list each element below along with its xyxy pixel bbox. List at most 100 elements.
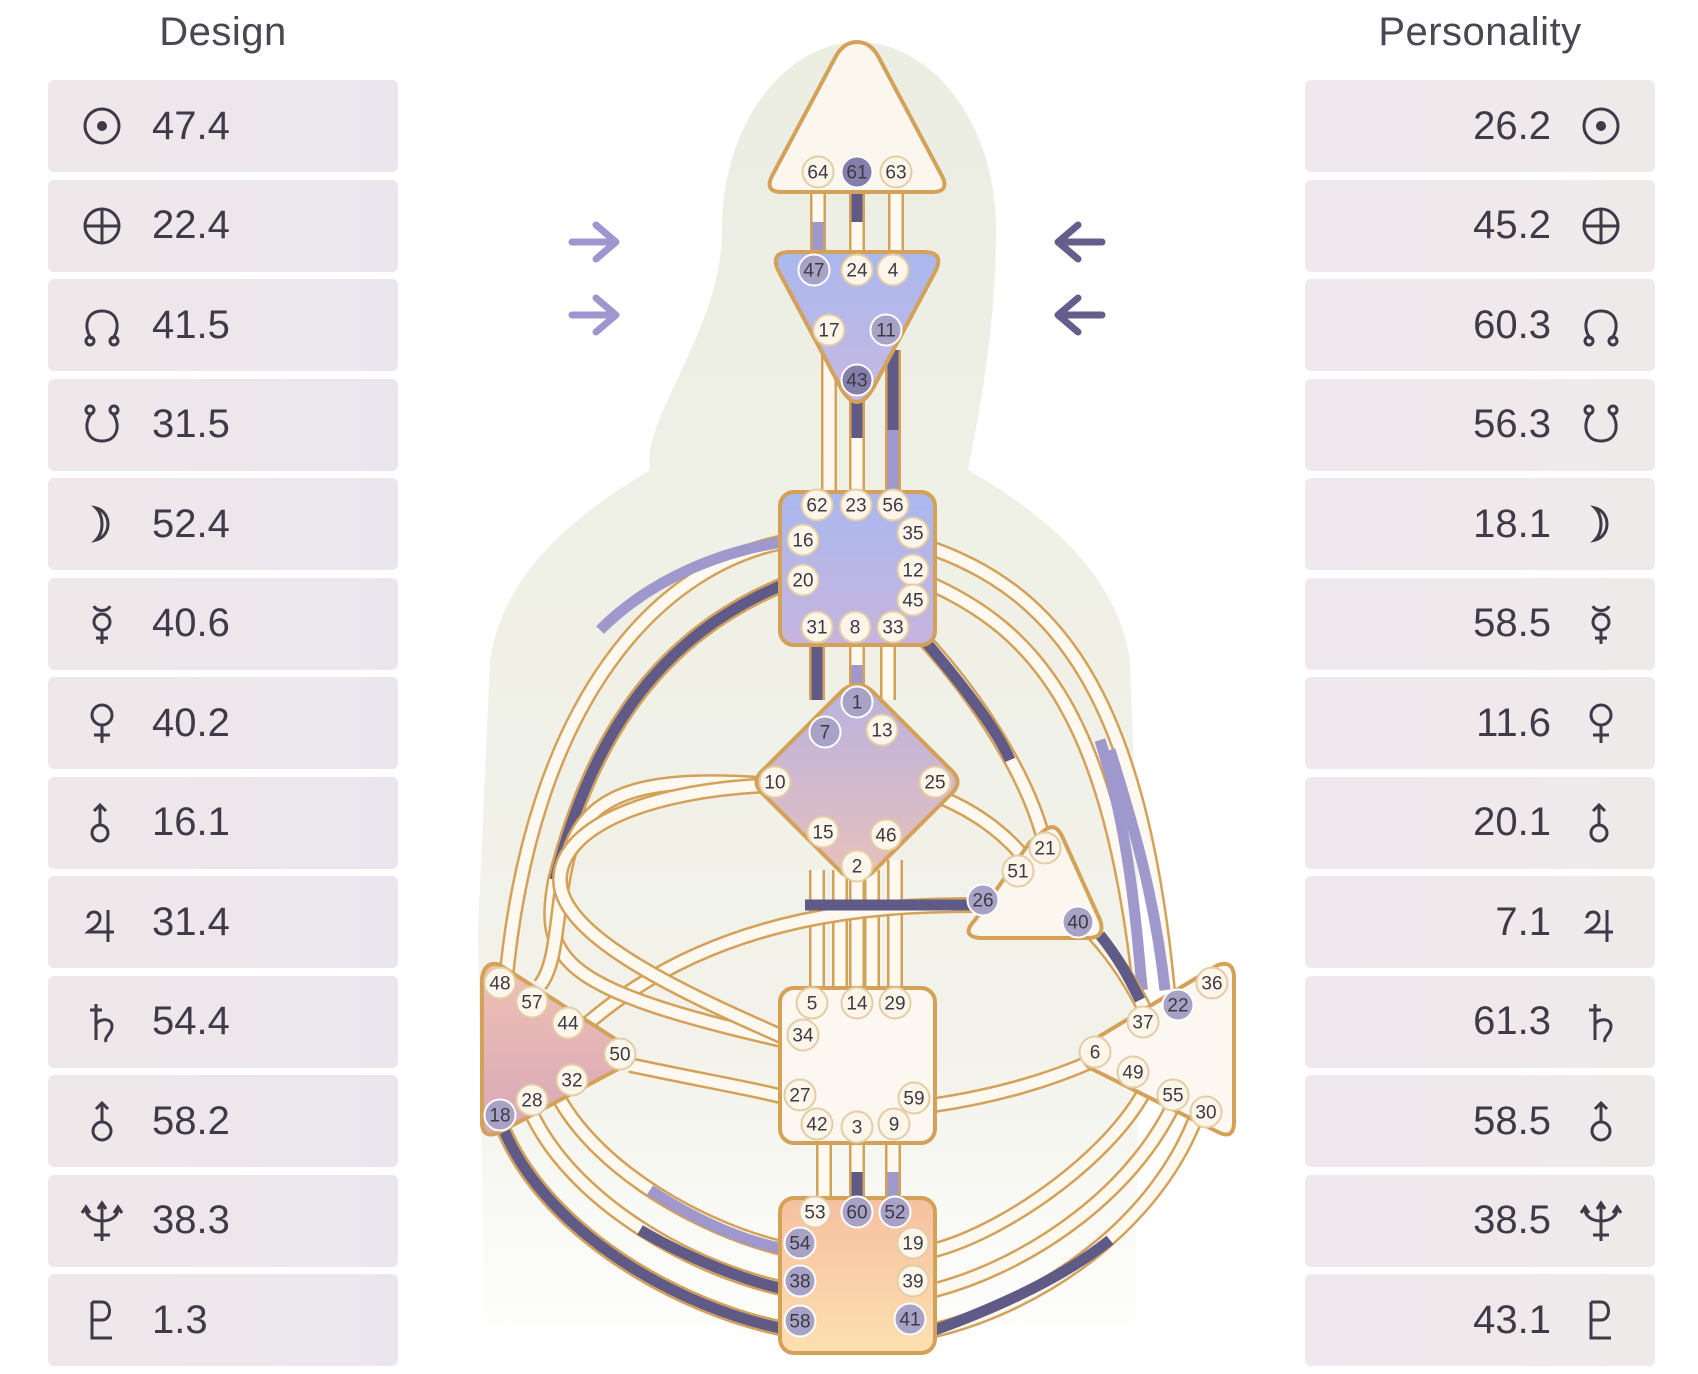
design-row-mercury: 40.6 bbox=[48, 577, 398, 670]
gate-23: 23 bbox=[839, 488, 873, 522]
design-column-title: Design bbox=[159, 10, 287, 54]
mercury-icon bbox=[1573, 596, 1629, 652]
venus-icon bbox=[74, 695, 130, 751]
gate-number: 39 bbox=[902, 1272, 923, 1293]
gate-38: 38 bbox=[783, 1264, 817, 1298]
north-node-icon bbox=[1573, 297, 1629, 353]
gate-number: 63 bbox=[885, 163, 906, 184]
gate-number: 18 bbox=[489, 1106, 510, 1127]
gate-number: 59 bbox=[903, 1089, 924, 1110]
personality-column-title: Personality bbox=[1378, 10, 1582, 54]
personality-row-venus: 11.6 bbox=[1305, 677, 1655, 769]
design-value: 40.2 bbox=[152, 700, 230, 745]
gate-42: 42 bbox=[800, 1107, 834, 1141]
gate-35: 35 bbox=[896, 516, 930, 550]
gate-number: 40 bbox=[1067, 913, 1088, 934]
jupiter-icon bbox=[1573, 894, 1629, 950]
design-value: 54.4 bbox=[152, 999, 230, 1043]
gate-number: 51 bbox=[1007, 862, 1028, 883]
design-value: 47.4 bbox=[152, 103, 230, 148]
gate-number: 11 bbox=[876, 321, 896, 342]
jupiter-icon bbox=[74, 894, 130, 950]
arrow-right-icon bbox=[568, 294, 620, 336]
gate-number: 30 bbox=[1195, 1103, 1216, 1124]
gate-15: 15 bbox=[806, 815, 840, 849]
design-value: 1.3 bbox=[152, 1297, 208, 1342]
gate-22: 22 bbox=[1161, 988, 1195, 1022]
personality-row-earth: 45.2 bbox=[1305, 179, 1655, 272]
north-node-icon bbox=[74, 297, 130, 353]
gate-number: 64 bbox=[807, 163, 829, 184]
gate-number: 22 bbox=[1167, 996, 1188, 1017]
gate-31: 31 bbox=[800, 610, 834, 644]
gate-41: 41 bbox=[893, 1302, 927, 1336]
design-value: 58.2 bbox=[152, 1098, 230, 1143]
gate-24: 24 bbox=[840, 253, 874, 287]
body-silhouette bbox=[478, 42, 1140, 1365]
gate-number: 1 bbox=[852, 693, 863, 714]
gate-number: 50 bbox=[609, 1045, 630, 1066]
gate-14: 14 bbox=[840, 986, 874, 1020]
gate-number: 5 bbox=[807, 994, 818, 1015]
personality-row-pluto: 43.1 bbox=[1305, 1274, 1655, 1366]
gate-number: 10 bbox=[764, 773, 785, 794]
mars-icon bbox=[74, 795, 130, 851]
personality-value: 61.3 bbox=[1473, 999, 1551, 1043]
arrow-right-icon bbox=[568, 221, 620, 263]
arrow-left-icon bbox=[1054, 221, 1106, 263]
gate-60: 60 bbox=[840, 1195, 874, 1229]
gate-number: 8 bbox=[850, 618, 861, 639]
channel-16-48 bbox=[497, 532, 797, 991]
mars-icon bbox=[1573, 795, 1629, 851]
gate-49: 49 bbox=[1116, 1055, 1150, 1089]
gate-26: 26 bbox=[966, 883, 1000, 917]
gate-52: 52 bbox=[878, 1195, 912, 1229]
gate-6: 6 bbox=[1078, 1035, 1112, 1069]
gate-number: 52 bbox=[884, 1203, 905, 1224]
gate-4: 4 bbox=[876, 253, 910, 287]
gate-33: 33 bbox=[876, 610, 910, 644]
design-value: 16.1 bbox=[152, 800, 230, 844]
gate-51: 51 bbox=[1001, 854, 1035, 888]
design-row-earth: 22.4 bbox=[48, 179, 398, 272]
gate-63: 63 bbox=[879, 155, 913, 189]
gate-number: 9 bbox=[889, 1115, 900, 1136]
gate-number: 24 bbox=[846, 261, 868, 282]
pluto-icon bbox=[1573, 1292, 1629, 1348]
gate-number: 7 bbox=[820, 723, 831, 744]
gate-number: 57 bbox=[521, 993, 542, 1014]
saturn-icon bbox=[74, 994, 130, 1050]
personality-value: 18.1 bbox=[1473, 501, 1551, 546]
sun-icon bbox=[1573, 98, 1629, 154]
design-row-jupiter: 31.4 bbox=[48, 876, 398, 968]
gate-number: 6 bbox=[1090, 1043, 1101, 1064]
personality-row-north-node: 60.3 bbox=[1305, 279, 1655, 371]
personality-value: 43.1 bbox=[1473, 1297, 1551, 1342]
gate-number: 14 bbox=[846, 994, 868, 1015]
personality-row-mars: 20.1 bbox=[1305, 776, 1655, 869]
gate-number: 27 bbox=[789, 1086, 810, 1107]
gate-59: 59 bbox=[897, 1081, 931, 1115]
design-row-moon: 52.4 bbox=[48, 478, 398, 570]
gate-2: 2 bbox=[840, 849, 874, 883]
gate-19: 19 bbox=[896, 1226, 930, 1260]
gate-53: 53 bbox=[798, 1195, 832, 1229]
earth-icon bbox=[1573, 198, 1629, 254]
design-row-north-node: 41.5 bbox=[48, 279, 398, 371]
gate-45: 45 bbox=[896, 583, 930, 617]
gate-number: 43 bbox=[846, 371, 867, 392]
design-row-uranus: 58.2 bbox=[48, 1075, 398, 1167]
personality-value: 60.3 bbox=[1473, 302, 1551, 347]
personality-value: 58.5 bbox=[1473, 1098, 1551, 1143]
channel-45-21 bbox=[914, 629, 1053, 847]
personality-row-mercury: 58.5 bbox=[1305, 577, 1655, 670]
personality-value: 38.5 bbox=[1473, 1198, 1551, 1242]
gate-number: 20 bbox=[792, 571, 813, 592]
design-row-mars: 16.1 bbox=[48, 776, 398, 869]
gate-number: 56 bbox=[882, 496, 903, 517]
channels-layer bbox=[492, 190, 1213, 1338]
channel-18-58 bbox=[492, 1117, 792, 1338]
gate-30: 30 bbox=[1189, 1095, 1223, 1129]
personality-row-jupiter: 7.1 bbox=[1305, 876, 1655, 968]
